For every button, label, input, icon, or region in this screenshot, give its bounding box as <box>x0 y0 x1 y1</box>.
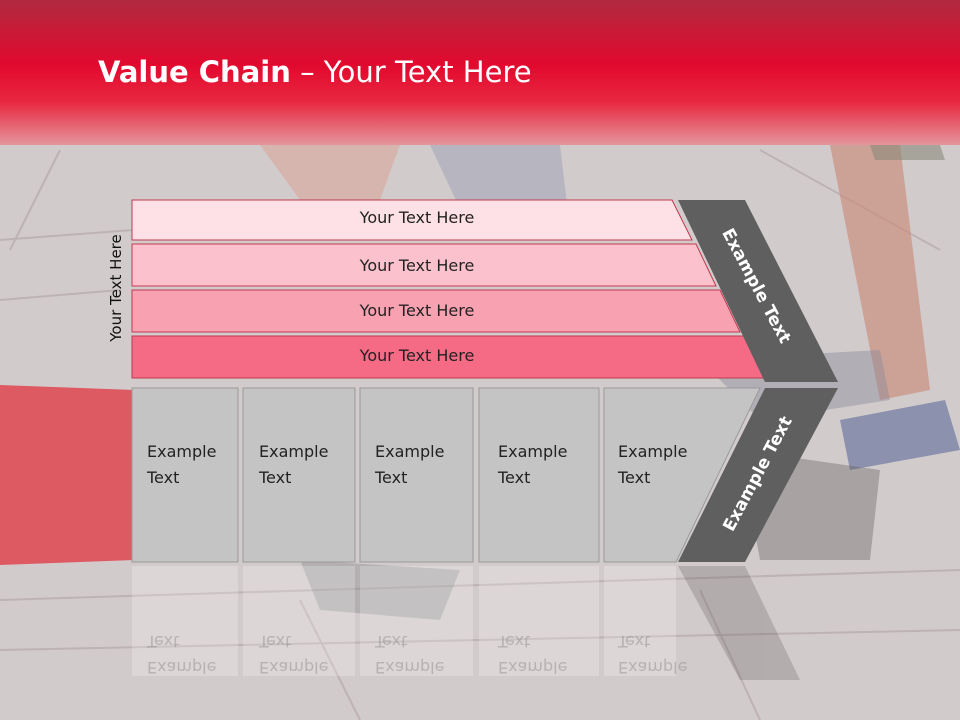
cell-2-reflection-line1: Example <box>259 658 329 677</box>
cell-2-line2: Text <box>259 468 292 487</box>
cell-1-line1: Example <box>147 442 217 461</box>
row-1-band <box>131 199 693 241</box>
row-3-band <box>131 289 741 333</box>
cell-3-box <box>359 387 474 563</box>
title-bold: Value Chain <box>98 55 291 89</box>
cell-1-box <box>131 387 239 563</box>
row-2-band <box>131 243 717 287</box>
row-4-label: Your Text Here <box>359 346 475 365</box>
cell-1-reflection: Example Text <box>147 628 216 680</box>
row-1-label: Your Text Here <box>359 208 475 227</box>
cell-5-reflection: Example Text <box>618 628 687 680</box>
cell-2-reflection: Example Text <box>259 628 328 680</box>
cell-5-line2: Text <box>618 468 651 487</box>
title-rest: – Your Text Here <box>290 55 532 89</box>
cell-4-box <box>478 387 600 563</box>
cell-5-reflection-line1: Example <box>618 658 688 677</box>
row-2-label: Your Text Here <box>359 256 475 275</box>
chevron-bottom <box>678 388 838 562</box>
cell-1-line2: Text <box>147 468 180 487</box>
cell-1-reflection-line2: Text <box>147 632 180 651</box>
cell-4-line2: Text <box>498 468 531 487</box>
page-title: Value Chain – Your Text Here <box>98 55 532 89</box>
cell-3-reflection-line2: Text <box>375 632 408 651</box>
cell-5-line1: Example <box>618 442 688 461</box>
cell-5-reflection-box <box>604 566 676 676</box>
cell-3-reflection: Example Text <box>375 628 444 680</box>
cell-4-reflection-line2: Text <box>498 632 531 651</box>
cell-4-line1: Example <box>498 442 568 461</box>
cell-4-reflection: Example Text <box>498 628 567 680</box>
cell-2-reflection-box <box>243 566 355 676</box>
cell-4-reflection-box <box>479 566 599 676</box>
cell-2-box <box>242 387 356 563</box>
cell-1-reflection-box <box>132 566 238 676</box>
cell-3-line1: Example <box>375 442 445 461</box>
row-3-label: Your Text Here <box>359 301 475 320</box>
cell-4-reflection-line1: Example <box>498 658 568 677</box>
cell-2-reflection-line2: Text <box>259 632 292 651</box>
cell-3-reflection-line1: Example <box>375 658 445 677</box>
cell-5-reflection-line2: Text <box>618 632 651 651</box>
cell-5-box <box>603 387 761 563</box>
cell-3-line2: Text <box>375 468 408 487</box>
cell-2-line1: Example <box>259 442 329 461</box>
cell-3-reflection-box <box>360 566 473 676</box>
header-banner <box>0 0 960 145</box>
cell-1-reflection-line1: Example <box>147 658 217 677</box>
chevron-reflection <box>678 566 800 680</box>
chevron-top <box>678 200 838 382</box>
